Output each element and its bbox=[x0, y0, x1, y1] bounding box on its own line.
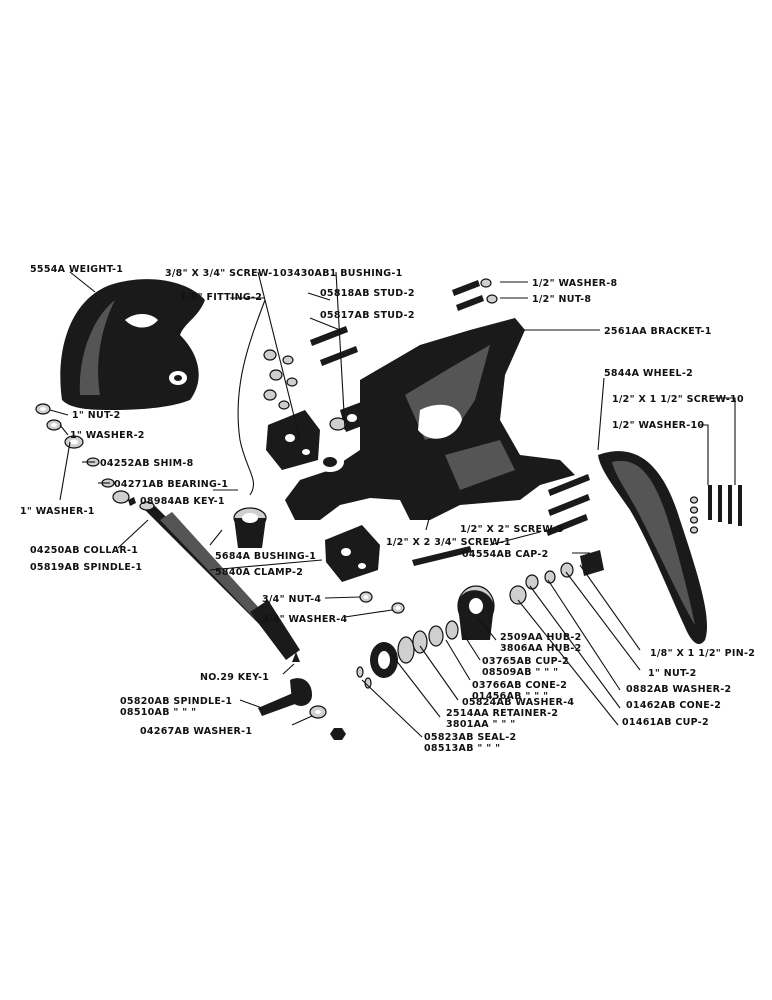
label-seal-05823: 05823AB SEAL-2 bbox=[424, 732, 516, 743]
label-screw-5: 1/2" X 2" SCREW-5 bbox=[460, 524, 564, 535]
label-spindle-05819: 05819AB SPINDLE-1 bbox=[30, 562, 142, 573]
top-hardware bbox=[452, 278, 498, 311]
label-clamp: 5840A CLAMP-2 bbox=[215, 567, 303, 578]
label-cup-03765: 03765AB CUP-2 bbox=[482, 656, 569, 667]
label-nut-1-2b: 1" NUT-2 bbox=[648, 668, 697, 679]
nuts-34 bbox=[359, 546, 472, 614]
label-retainer-2514: 2514AA RETAINER-2 bbox=[446, 708, 558, 719]
spindle-05819-part bbox=[139, 501, 300, 660]
label-washer-1-2: 1" WASHER-2 bbox=[70, 430, 145, 441]
label-screw-234: 1/2" X 2 3/4" SCREW-1 bbox=[386, 537, 511, 548]
label-spindle-05820: 05820AB SPINDLE-1 bbox=[120, 696, 232, 707]
label-washer-1-1: 1" WASHER-1 bbox=[20, 506, 95, 517]
label-screw-38: 3/8" X 3/4" SCREW-1 bbox=[165, 268, 279, 279]
hub-assembly bbox=[457, 550, 604, 640]
clamp-upper-part bbox=[266, 410, 347, 470]
label-washer-half-8: 1/2" WASHER-8 bbox=[532, 278, 617, 289]
label-spindle-08510: 08510AB " " " bbox=[120, 707, 196, 718]
leader-lines bbox=[49, 271, 736, 738]
fitting-line bbox=[237, 299, 266, 496]
label-cup-08509: 08509AB " " " bbox=[482, 667, 558, 678]
label-hub-3806: 3806AA HUB-2 bbox=[500, 643, 582, 654]
label-wheel: 5844A WHEEL-2 bbox=[604, 368, 693, 379]
label-weight: 5554A WEIGHT-1 bbox=[30, 264, 123, 275]
label-screw-10: 1/2" X 1 1/2" SCREW-10 bbox=[612, 394, 744, 405]
bushing-5684-part bbox=[233, 507, 267, 548]
wheel-part bbox=[598, 451, 708, 645]
label-nut-half-8: 1/2" NUT-8 bbox=[532, 294, 591, 305]
label-washer-0882: 0882AB WASHER-2 bbox=[626, 684, 731, 695]
part-labels: 5554A WEIGHT-1 3/8" X 3/4" SCREW-1 03430… bbox=[20, 264, 755, 754]
bearing-stack bbox=[356, 620, 459, 689]
label-seal-08513: 08513AB " " " bbox=[424, 743, 500, 754]
wheel-screws bbox=[689, 485, 742, 534]
label-stud-05818: 05818AB STUD-2 bbox=[320, 288, 415, 299]
label-retainer-3801: 3801AA " " " bbox=[446, 719, 516, 730]
label-cone-01462: 01462AB CONE-2 bbox=[626, 700, 721, 711]
label-hub-2509: 2509AA HUB-2 bbox=[500, 632, 582, 643]
weight-part bbox=[60, 279, 206, 410]
label-washer-05824: 05824AB WASHER-4 bbox=[462, 697, 574, 708]
label-key-08984: 08984AB KEY-1 bbox=[140, 496, 225, 507]
label-washer-10: 1/2" WASHER-10 bbox=[612, 420, 704, 431]
bracket-part bbox=[285, 318, 575, 520]
label-fitting: 1/8" FITTING-2 bbox=[180, 292, 262, 303]
label-nut-34: 3/4" NUT-4 bbox=[262, 594, 321, 605]
label-washer-34: 3/4" WASHER-4 bbox=[262, 614, 347, 625]
label-nut-1-2: 1" NUT-2 bbox=[72, 410, 121, 421]
label-stud-05817: 05817AB STUD-2 bbox=[320, 310, 415, 321]
label-cone-03766: 03766AB CONE-2 bbox=[472, 680, 567, 691]
label-washer-04267: 04267AB WASHER-1 bbox=[140, 726, 252, 737]
label-bearing: 04271AB BEARING-1 bbox=[114, 479, 228, 490]
label-bushing-5684: 5684A BUSHING-1 bbox=[215, 551, 316, 562]
studs bbox=[310, 326, 358, 366]
label-key-no29: NO.29 KEY-1 bbox=[200, 672, 269, 683]
label-cone-01456: 01456AB " " " bbox=[472, 691, 548, 702]
bolts-right bbox=[546, 474, 590, 536]
label-bracket: 2561AA BRACKET-1 bbox=[604, 326, 712, 337]
key-no29-part bbox=[292, 652, 300, 662]
spindle-05820-part bbox=[258, 678, 346, 740]
clamp-lower-part bbox=[325, 525, 380, 582]
label-pin: 1/8" X 1 1/2" PIN-2 bbox=[650, 648, 755, 659]
label-shim: 04252AB SHIM-8 bbox=[100, 458, 194, 469]
label-cup-01461: 01461AB CUP-2 bbox=[622, 717, 709, 728]
label-cap: 04554AB CAP-2 bbox=[462, 549, 549, 560]
bracket-nuts bbox=[263, 349, 298, 410]
label-collar: 04250AB COLLAR-1 bbox=[30, 545, 138, 556]
label-bushing-03430: 03430AB1 BUSHING-1 bbox=[280, 268, 403, 279]
